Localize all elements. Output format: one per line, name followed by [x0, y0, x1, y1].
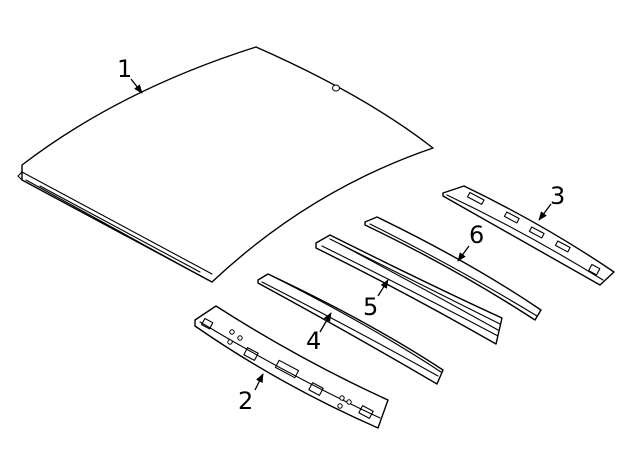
front-roof-bow: [194, 305, 389, 429]
roof-bow-5: [315, 234, 503, 345]
callout-1: 1: [117, 55, 132, 83]
callout-4: 4: [306, 327, 321, 355]
callout-6: 6: [469, 221, 484, 249]
rear-roof-bow: [442, 185, 615, 286]
callout-2: 2: [238, 387, 253, 415]
callout-3: 3: [550, 182, 565, 210]
roof-bow-4: [257, 273, 444, 385]
roof-panel: [17, 46, 434, 283]
leader-lines: [130, 78, 552, 391]
callout-5: 5: [363, 293, 378, 321]
roof-bow-6: [364, 216, 542, 321]
